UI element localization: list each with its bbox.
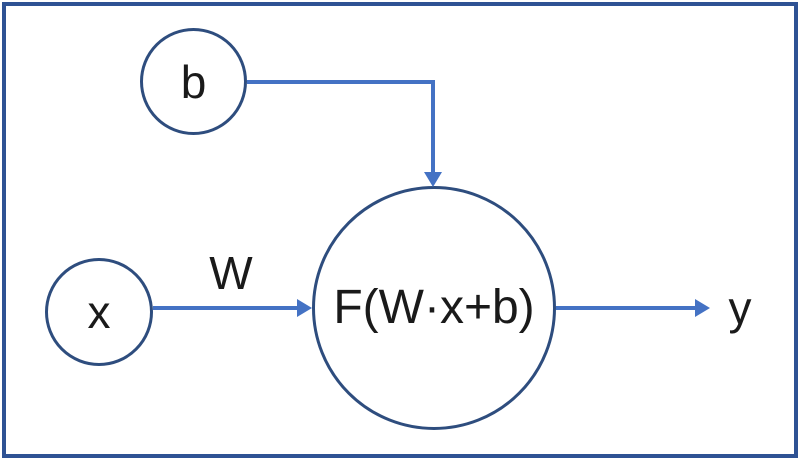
output-label: y [728, 282, 752, 334]
node-bias-label: b [180, 55, 207, 108]
arrowhead-right-icon [297, 299, 312, 317]
weight-label: W [209, 247, 253, 299]
connector-activation-to-output [556, 306, 696, 310]
connector-bias-vertical [431, 80, 435, 173]
arrowhead-right-icon [695, 299, 710, 317]
node-input: x [45, 258, 153, 366]
node-activation: F(W·x+b) [312, 186, 556, 430]
connector-input-to-activation [153, 306, 298, 310]
arrowhead-down-icon [424, 172, 442, 187]
node-bias: b [140, 28, 247, 135]
node-activation-label: F(W·x+b) [333, 281, 535, 334]
node-input-label: x [87, 286, 111, 338]
connector-bias-horizontal [247, 80, 433, 84]
